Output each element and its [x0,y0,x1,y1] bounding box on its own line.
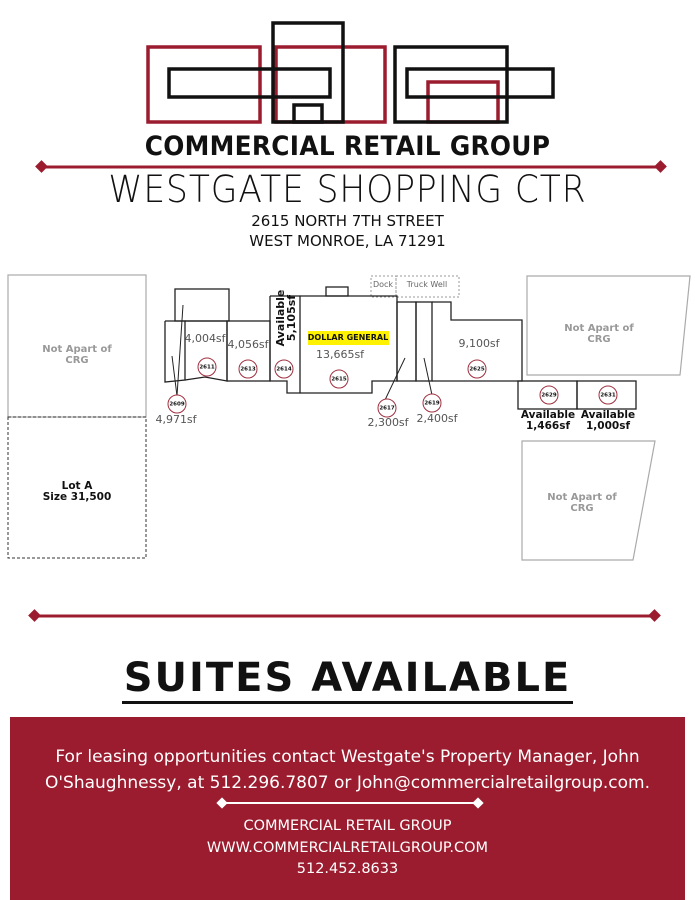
unit-2631-marker: 2631 [598,385,618,405]
anchor-tenant-label: DOLLAR GENERAL [307,333,389,342]
unit-2615-size: 13,665sf [315,348,365,361]
footer-company: COMMERCIAL RETAIL GROUP [243,818,452,834]
unit-2614-marker: 2614 [274,359,294,379]
dollar-general-highlight [308,331,389,345]
divider-top [35,160,667,173]
unit-2617-marker: 2617 [377,398,397,418]
truck-well-label: Truck Well [406,280,448,289]
divider-middle [28,609,661,622]
address-line-1: 2615 NORTH 7TH STREET [251,212,444,230]
unit-2613-size: 4,056sf [227,338,269,351]
contact-line-1: For leasing opportunities contact Westga… [55,747,640,767]
unit-2609-size: 4,971sf [155,413,197,426]
footer-phone[interactable]: 512.452.8633 [296,861,399,877]
footer-website[interactable]: WWW.COMMERCIALRETAILGROUP.COM [206,839,489,856]
unit-2617-size: 2,300sf [367,416,409,429]
address-line-2: WEST MONROE, LA 71291 [249,232,446,250]
unit-2619-size: 2,400sf [416,412,458,425]
dock-label: Dock [372,280,394,289]
footer-divider [216,797,484,809]
property-title: WESTGATE SHOPPING CTR [108,168,587,211]
unit-2615-marker: 2615 [329,369,349,389]
lot-a-parcel [7,416,147,559]
unit-2611-size: 4,004sf [184,332,226,345]
suites-available-headline: SUITES AVAILABLE [0,655,695,704]
unit-2619-marker: 2619 [422,393,442,413]
unit-2625-marker: 2625 [467,359,487,379]
unit-2613-marker: 2613 [238,359,258,379]
unit-2611-marker: 2611 [197,357,217,377]
unit-2609-marker: 2609 [167,394,187,414]
site-plan [7,274,691,561]
not-crg-parcel-right-bottom [521,440,656,561]
unit-2629-marker: 2629 [539,385,559,405]
not-crg-parcel-left [7,274,147,418]
brand-name: COMMERCIAL RETAIL GROUP [144,131,551,162]
contact-footer: For leasing opportunities contact Westga… [10,717,685,900]
contact-line-2: O'Shaughnessy, at 512.296.7807 or John@c… [44,773,651,793]
not-crg-parcel-right-top [526,275,691,376]
crg-logo [146,21,555,124]
unit-2625-size: 9,100sf [458,337,500,350]
